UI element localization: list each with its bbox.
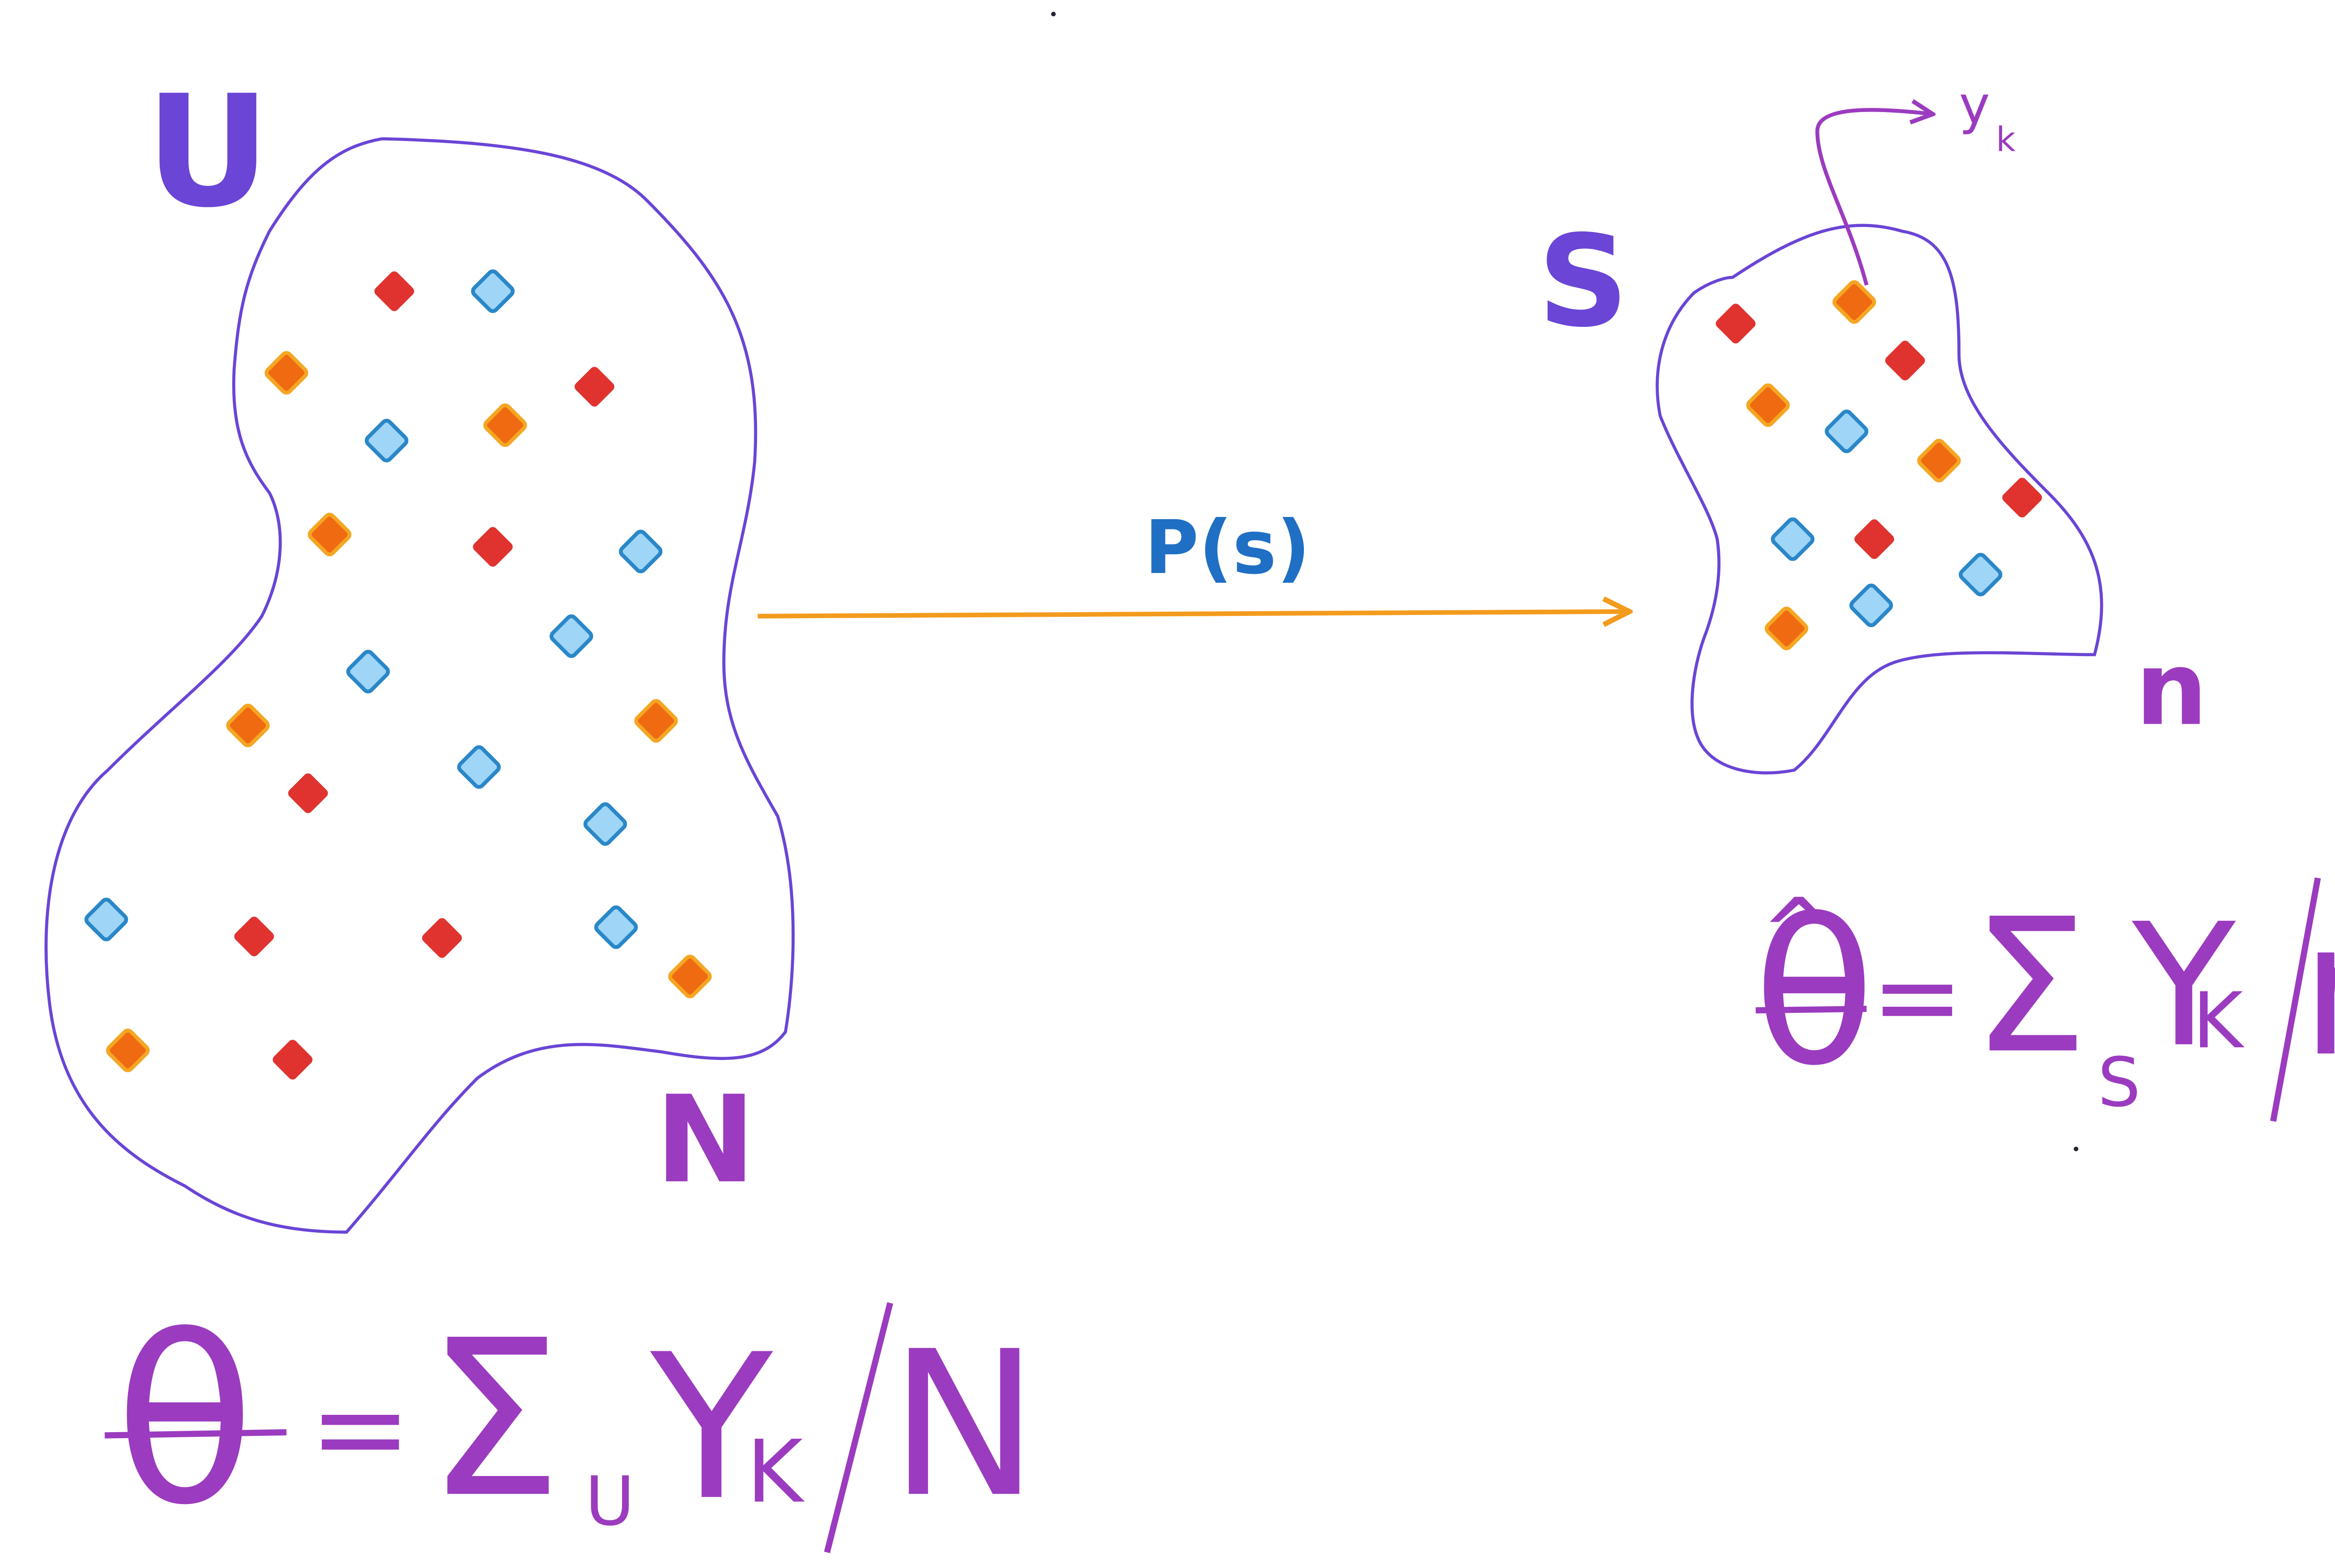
blue-diamond-icon [471,269,515,313]
sample-size-label: n [2135,630,2208,748]
division-slash [824,1302,893,1554]
denominator: n [2301,883,2335,1097]
sigma-symbol: Σ [426,1293,563,1545]
sample-outline [1656,224,2103,775]
y-symbol: Y [647,1312,776,1545]
sample-points [1716,280,2042,650]
blue-diamond-icon [346,650,390,693]
orange-diamond-icon [1832,280,1876,324]
equals-sign: = [1871,932,1964,1061]
orange-diamond-icon [1764,607,1809,650]
orange-diamond-icon [483,403,527,447]
red-diamond-icon [234,916,274,957]
pointer-arrow [1815,110,1932,286]
orange-diamond-icon [634,699,678,743]
equals-sign: = [309,1357,412,1500]
pointer-subscript: k [1996,120,2016,160]
division-slash [2270,877,2321,1122]
red-diamond-icon [288,773,328,813]
pointer-label: y [1959,75,1990,136]
blue-diamond-icon [1849,583,1893,628]
red-diamond-icon [1885,340,1925,381]
sigma-symbol: Σ [1972,880,2088,1095]
denominator: N [889,1308,1039,1541]
population-outline [44,137,795,1234]
red-diamond-icon [1854,519,1895,559]
blue-diamond-icon [457,745,501,789]
red-diamond-icon [1716,304,1756,344]
sampling-arrow [757,612,1630,616]
orange-diamond-icon [1746,383,1790,427]
population-points [84,269,712,1080]
blue-diamond-icon [84,897,128,941]
sample-formula: θ ^ = Σ S Y K n [1753,877,2335,1122]
population-formula: θ = Σ U Y K N [105,1287,1039,1556]
blue-diamond-icon [1825,410,1868,453]
orange-diamond-icon [668,954,712,998]
population-label: U [145,62,270,241]
red-diamond-icon [422,918,462,958]
blue-diamond-icon [619,530,663,573]
blue-diamond-icon [583,802,627,846]
theta-bar [105,1429,287,1439]
hat-symbol: ^ [1760,878,1838,986]
sum-subscript: U [585,1462,635,1541]
blue-diamond-icon [1771,517,1815,561]
blue-diamond-icon [1959,552,2002,597]
orange-diamond-icon [106,1028,150,1073]
orange-diamond-icon [264,351,309,395]
theta-symbol: θ [114,1287,255,1556]
population-size-label: N [655,1070,756,1210]
orange-diamond-icon [308,513,352,557]
red-diamond-icon [273,1039,313,1080]
theta-hat-bar [1755,1005,1867,1014]
red-diamond-icon [374,271,414,311]
sum-subscript: S [2098,1043,2141,1122]
y-subscript: K [2193,976,2245,1066]
blue-diamond-icon [549,614,594,658]
y-symbol: Y [2130,887,2238,1084]
stray-dot [1051,12,1056,17]
blue-diamond-icon [365,418,409,463]
sampling-design-label: P(s) [1145,505,1310,591]
blue-diamond-icon [594,905,638,949]
sample-label: S [1538,208,1629,355]
red-diamond-icon [574,367,615,407]
stray-dot [2073,1146,2079,1151]
y-subscript: K [746,1422,805,1522]
orange-diamond-icon [226,704,270,748]
theta-hat-symbol: θ [1753,877,1875,1110]
red-diamond-icon [473,527,513,567]
orange-diamond-icon [1917,438,1961,483]
red-diamond-icon [2002,478,2042,518]
